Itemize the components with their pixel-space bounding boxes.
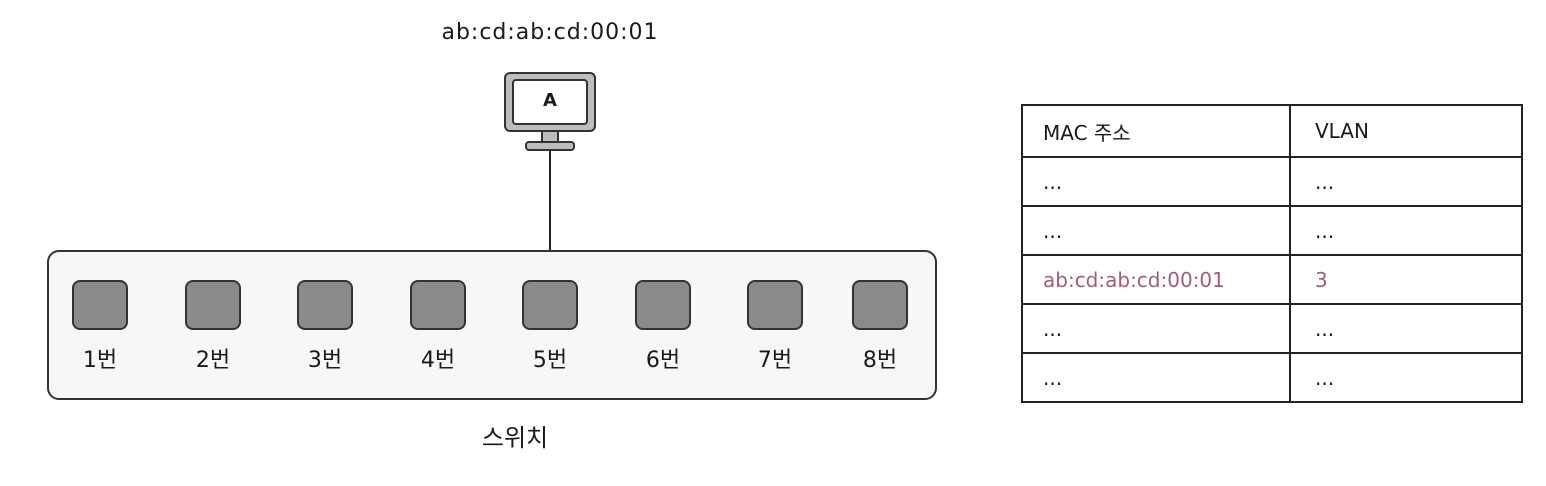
switch-port-4 bbox=[410, 280, 466, 330]
port-label-1: 1번 bbox=[82, 348, 118, 373]
switch-port-6 bbox=[635, 280, 691, 330]
switch-port-7 bbox=[747, 280, 803, 330]
table-row-highlighted: ab:cd:ab:cd:00:01 3 bbox=[1023, 254, 1521, 303]
monitor-icon: A bbox=[500, 70, 600, 154]
switch-port-1 bbox=[72, 280, 128, 330]
switch-port-5 bbox=[522, 280, 578, 330]
port-label-6: 6번 bbox=[645, 348, 681, 373]
cell-vlan: 3 bbox=[1315, 267, 1328, 292]
cell-mac: ... bbox=[1023, 305, 1291, 352]
switch-port-3 bbox=[297, 280, 353, 330]
switch-port-2 bbox=[185, 280, 241, 330]
switch-label: 스위치 bbox=[481, 424, 549, 452]
cell-vlan: ... bbox=[1315, 316, 1335, 341]
table-row: ... ... bbox=[1023, 352, 1521, 401]
port-label-4: 4번 bbox=[420, 348, 456, 373]
cell-vlan: ... bbox=[1315, 218, 1335, 243]
host-mac-address: ab:cd:ab:cd:00:01 bbox=[441, 20, 659, 45]
cell-vlan: ... bbox=[1315, 365, 1335, 390]
header-mac: MAC 주소 bbox=[1023, 106, 1291, 156]
table-header-row: MAC 주소 VLAN bbox=[1023, 106, 1521, 156]
port-label-8: 8번 bbox=[862, 348, 898, 373]
cell-vlan: ... bbox=[1315, 169, 1335, 194]
switch-port-8 bbox=[852, 280, 908, 330]
header-vlan: VLAN bbox=[1315, 119, 1369, 143]
port-label-3: 3번 bbox=[307, 348, 343, 373]
table-row: ... ... bbox=[1023, 303, 1521, 352]
network-cable bbox=[549, 150, 551, 282]
cell-mac: ... bbox=[1023, 207, 1291, 254]
port-label-2: 2번 bbox=[195, 348, 231, 373]
port-label-5: 5번 bbox=[532, 348, 568, 373]
cell-mac: ab:cd:ab:cd:00:01 bbox=[1023, 256, 1291, 303]
table-row: ... ... bbox=[1023, 156, 1521, 205]
switch bbox=[47, 250, 937, 400]
cell-mac: ... bbox=[1023, 354, 1291, 401]
cell-mac: ... bbox=[1023, 158, 1291, 205]
table-row: ... ... bbox=[1023, 205, 1521, 254]
port-label-7: 7번 bbox=[757, 348, 793, 373]
host-name: A bbox=[543, 90, 557, 111]
mac-address-table: MAC 주소 VLAN ... ... ... ... ab:cd:ab:cd:… bbox=[1021, 104, 1523, 403]
